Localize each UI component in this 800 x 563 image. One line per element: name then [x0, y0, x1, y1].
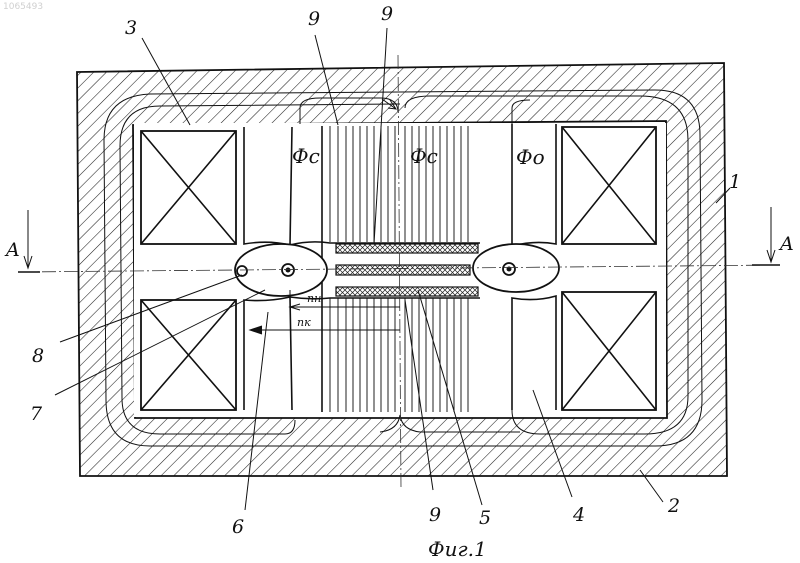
label-9-bottom: 9 — [429, 504, 441, 526]
pivot-left-outer — [237, 266, 247, 276]
section-marker-right — [752, 207, 780, 265]
label-9-right: 9 — [381, 3, 393, 25]
coil-top-right — [562, 127, 656, 244]
contact-strip-bottom — [336, 287, 478, 296]
section-label-right: A — [778, 233, 794, 255]
watermark: 1065493 — [3, 2, 43, 12]
section-label-left: A — [4, 239, 20, 261]
contact-strip-top — [336, 244, 478, 253]
label-2: 2 — [667, 495, 680, 517]
label-pk: nк — [297, 316, 311, 329]
section-marker-left — [18, 210, 40, 272]
label-9-left: 9 — [308, 8, 320, 30]
label-7: 7 — [30, 403, 43, 425]
label-8: 8 — [32, 345, 44, 367]
flux-label-right: Фо — [516, 145, 545, 169]
figure-caption: Фиг.1 — [428, 537, 487, 561]
flux-label-center: Фс — [410, 144, 438, 168]
label-5: 5 — [479, 507, 491, 529]
coil-bottom-right — [562, 292, 656, 410]
contact-strip-middle — [336, 265, 470, 275]
coil-bottom-left — [141, 300, 236, 410]
label-1: 1 — [729, 171, 741, 193]
flux-label-left: Фс — [292, 144, 320, 168]
pivot-left-dot — [286, 268, 291, 273]
label-4: 4 — [572, 504, 585, 526]
coil-top-left — [141, 131, 236, 244]
label-3: 3 — [125, 17, 137, 39]
label-6: 6 — [232, 516, 244, 538]
label-pn: nн — [307, 292, 321, 305]
